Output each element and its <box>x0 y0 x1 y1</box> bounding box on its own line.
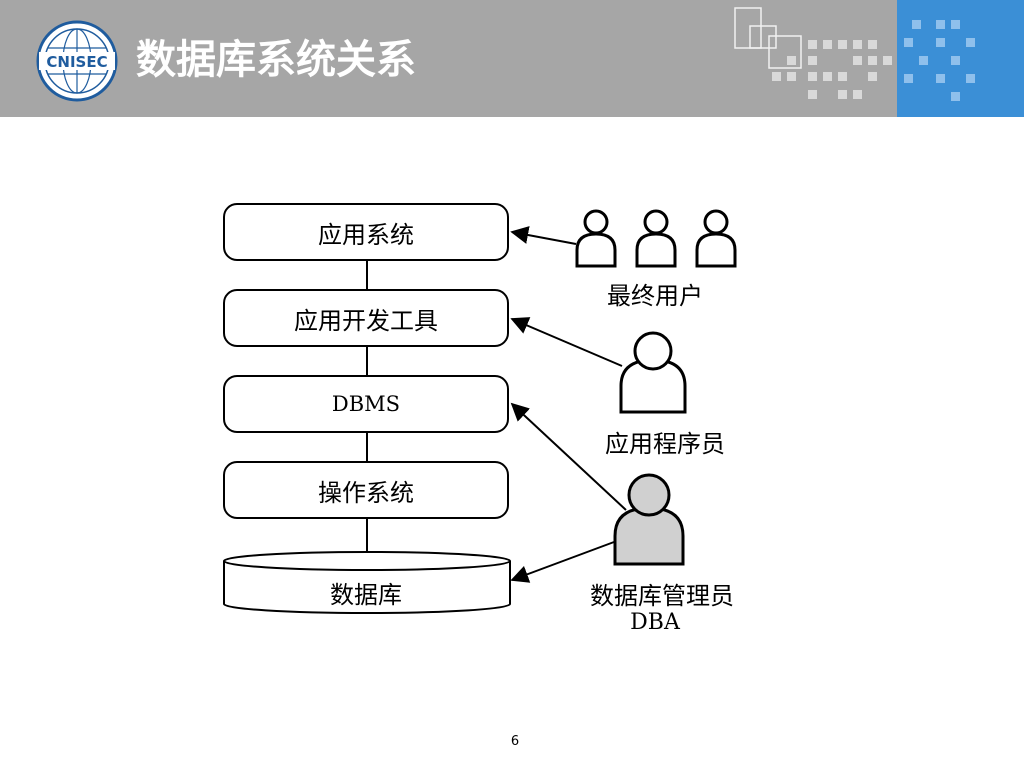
arrow-dba-dbms <box>510 402 627 511</box>
label-programmer: 应用程序员 <box>605 430 725 458</box>
user-icon <box>619 331 687 414</box>
label-end-user: 最终用户 <box>607 282 703 310</box>
label-dba-abbr: DBA <box>630 610 680 635</box>
header-decoration <box>734 7 975 101</box>
layer-operating-system: 操作系统 <box>223 461 509 519</box>
arrow-programmer <box>510 317 623 367</box>
label-dba: 数据库管理员 <box>590 582 734 610</box>
svg-text:CNISEC: CNISEC <box>46 53 107 71</box>
admin-user-icon <box>613 473 685 566</box>
layer-database: 数据库 <box>330 580 402 609</box>
arrow-dba-database <box>510 541 615 583</box>
page-number: 6 <box>510 734 520 749</box>
header-accent-block <box>897 0 1024 117</box>
arrow-end-user <box>510 226 577 245</box>
layer-dbms: DBMS <box>223 375 509 433</box>
layer-application-system: 应用系统 <box>223 203 509 261</box>
database-cylinder-icon <box>223 551 511 614</box>
slide-title: 数据库系统关系 <box>136 37 416 83</box>
layer-dev-tools: 应用开发工具 <box>223 289 509 347</box>
user-group-icon <box>575 209 737 268</box>
cnisec-logo: CNISEC <box>36 20 118 102</box>
